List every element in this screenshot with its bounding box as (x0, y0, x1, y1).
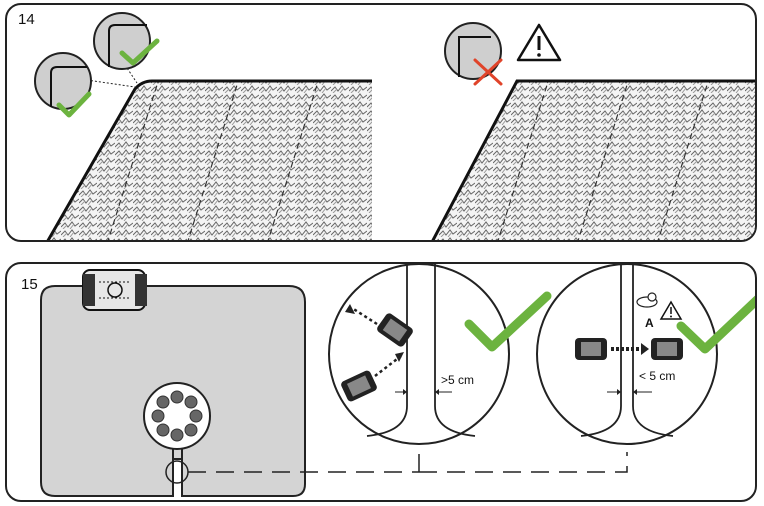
check-icon (464, 291, 552, 352)
step-number: 14 (18, 11, 35, 28)
check-icon (676, 295, 755, 354)
corridor-narrow-detail (536, 264, 718, 445)
step-14-illustration (34, 12, 755, 240)
check-icon (56, 91, 92, 118)
step-15-panel: 15 (5, 262, 757, 502)
corner-detail-magnifier (93, 12, 151, 70)
gap-measurement-warn: < 5 cm (639, 369, 676, 383)
robot-mower-icon (82, 269, 147, 311)
robot-mower-icon (341, 370, 377, 402)
warning-icon (659, 300, 683, 320)
check-icon (119, 38, 160, 66)
island-obstacle (143, 382, 211, 476)
step-number: 15 (21, 276, 38, 293)
stuck-cloud-icon (636, 292, 658, 308)
robot-mower-icon (377, 313, 413, 347)
robot-mower-icon (651, 338, 683, 360)
label-a: A (645, 316, 654, 330)
robot-mower-icon (575, 338, 607, 360)
gap-measurement-ok: >5 cm (441, 373, 475, 387)
step-15-illustration (40, 264, 755, 497)
step-14-panel: 14 (5, 3, 757, 242)
corridor-wide-detail (328, 264, 510, 445)
sharp-corner-magnifier (444, 22, 502, 80)
cross-icon (473, 58, 503, 86)
warning-icon (516, 23, 562, 62)
lawn-rounded-corner (46, 79, 372, 240)
lawn-sharp-corner (431, 79, 755, 240)
